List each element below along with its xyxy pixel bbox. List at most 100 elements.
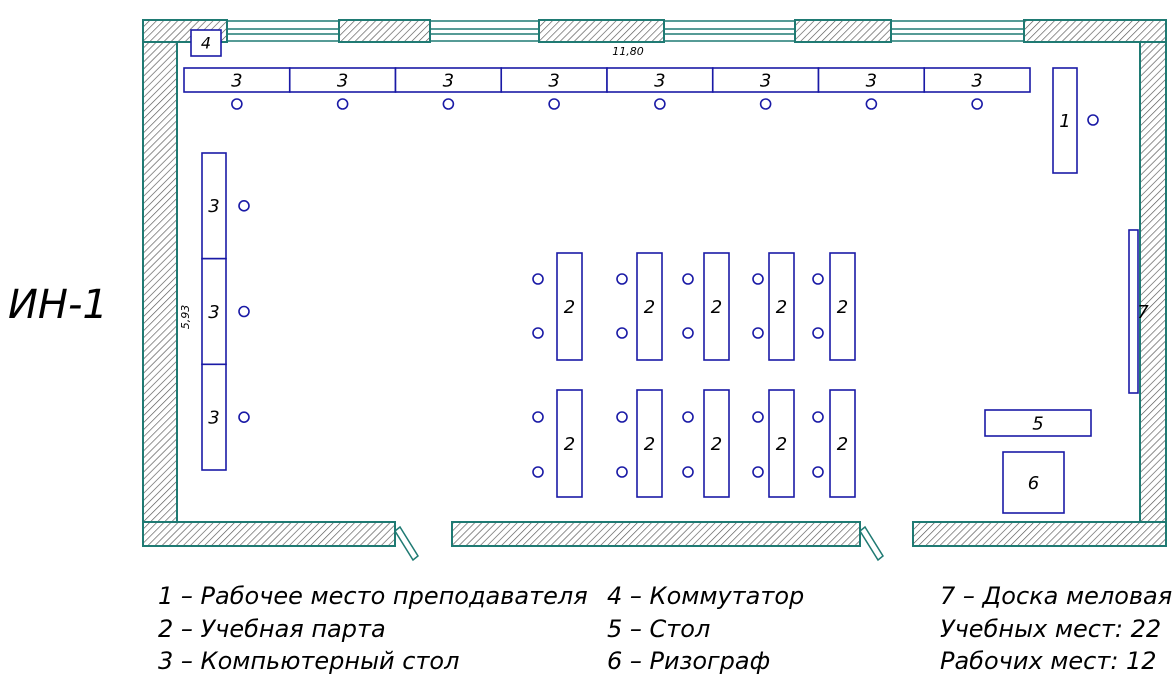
chair bbox=[682, 411, 694, 423]
teacher-desk-number: 1 bbox=[1059, 111, 1070, 132]
risograph-outline bbox=[1002, 451, 1065, 514]
wall-bottom-segment bbox=[142, 521, 396, 547]
chair bbox=[812, 466, 824, 478]
computer-desk-outline bbox=[201, 152, 227, 260]
chair bbox=[238, 411, 250, 423]
chair bbox=[231, 98, 243, 110]
computer-desk-number: 3 bbox=[866, 70, 877, 91]
student-desk-number: 2 bbox=[564, 434, 575, 455]
door-leaf bbox=[859, 525, 884, 562]
windows bbox=[227, 20, 1024, 42]
student-desk-number: 2 bbox=[644, 297, 655, 318]
chalkboard-outline bbox=[1128, 229, 1139, 394]
chair bbox=[812, 411, 824, 423]
student-desk-number: 2 bbox=[837, 297, 848, 318]
computer-desk-number: 3 bbox=[760, 70, 771, 91]
student-desk-outline bbox=[829, 389, 856, 498]
chair bbox=[532, 327, 544, 339]
student-desk-number: 2 bbox=[644, 434, 655, 455]
window bbox=[891, 20, 1024, 42]
computer-desk-number: 3 bbox=[208, 302, 219, 323]
student-desk-outline bbox=[556, 252, 583, 361]
chair bbox=[971, 98, 983, 110]
wall-left bbox=[142, 19, 178, 547]
student-desk: 2 bbox=[636, 389, 663, 498]
chair bbox=[616, 273, 628, 285]
legend-item: 5 – Стол bbox=[607, 615, 710, 643]
student-desk-outline bbox=[636, 252, 663, 361]
computer-desk-number: 3 bbox=[337, 70, 348, 91]
chair bbox=[752, 411, 764, 423]
student-desk: 2 bbox=[768, 252, 795, 361]
chair bbox=[812, 273, 824, 285]
chair bbox=[532, 411, 544, 423]
computer-desk: 3 bbox=[201, 257, 227, 366]
chalkboard-number: 7 bbox=[1137, 302, 1149, 323]
student-desk-outline bbox=[703, 252, 730, 361]
computer-desk: 3 bbox=[711, 67, 820, 93]
switch-number: 4 bbox=[201, 34, 211, 53]
computer-desk-number: 3 bbox=[443, 70, 454, 91]
legend-item: 6 – Ризограф bbox=[607, 647, 770, 675]
computer-desk-outline bbox=[711, 67, 820, 93]
walls bbox=[142, 19, 1167, 547]
chair bbox=[238, 200, 250, 212]
doors bbox=[394, 525, 884, 562]
dimension-width: 5,93 bbox=[179, 305, 192, 330]
computer-desk: 3 bbox=[288, 67, 397, 93]
computer-desk: 3 bbox=[923, 67, 1031, 93]
student-desk-number: 2 bbox=[776, 297, 787, 318]
switch-outline bbox=[190, 29, 222, 57]
computer-desk: 3 bbox=[817, 67, 926, 93]
chair bbox=[682, 273, 694, 285]
student-desk-number: 2 bbox=[837, 434, 848, 455]
computer-desk: 3 bbox=[201, 152, 227, 260]
chair bbox=[1087, 114, 1099, 126]
dimension-length: 11,80 bbox=[612, 45, 644, 58]
legend-item: 2 – Учебная парта bbox=[158, 615, 386, 643]
computer-desk: 3 bbox=[500, 67, 608, 93]
risograph: 6 bbox=[1002, 451, 1065, 514]
teacher-desk-outline bbox=[1052, 67, 1078, 174]
student-desk: 2 bbox=[829, 252, 856, 361]
window bbox=[430, 20, 539, 42]
chair bbox=[532, 466, 544, 478]
computer-desk-outline bbox=[500, 67, 608, 93]
computer-desk: 3 bbox=[606, 67, 714, 93]
student-desk: 2 bbox=[703, 389, 730, 498]
risograph-number: 6 bbox=[1028, 473, 1039, 494]
chalkboard bbox=[1128, 229, 1139, 394]
student-desk: 2 bbox=[636, 252, 663, 361]
student-desk-outline bbox=[768, 252, 795, 361]
student-desk: 2 bbox=[556, 389, 583, 498]
wall-bottom-segment bbox=[912, 521, 1167, 547]
chair bbox=[654, 98, 666, 110]
wall-top-segment bbox=[794, 19, 892, 43]
student-desk-outline bbox=[768, 389, 795, 498]
student-desk-outline bbox=[556, 389, 583, 498]
table-outline bbox=[984, 409, 1092, 437]
wall-bottom-segment bbox=[451, 521, 861, 547]
table: 5 bbox=[984, 409, 1092, 437]
student-desk: 2 bbox=[703, 252, 730, 361]
legend-item: Рабочих мест: 12 bbox=[940, 647, 1157, 675]
student-desk-number: 2 bbox=[776, 434, 787, 455]
chair bbox=[752, 466, 764, 478]
computer-desk-number: 3 bbox=[208, 407, 219, 428]
legend-item: 4 – Коммутатор bbox=[607, 582, 804, 610]
chair bbox=[682, 466, 694, 478]
chair bbox=[532, 273, 544, 285]
window bbox=[664, 20, 795, 42]
wall-top-segment bbox=[538, 19, 665, 43]
wall-right bbox=[1139, 19, 1167, 547]
computer-desk-outline bbox=[201, 363, 227, 471]
window bbox=[227, 20, 339, 42]
chair bbox=[752, 273, 764, 285]
legend: 1 – Рабочее место преподавателя 2 – Учеб… bbox=[158, 582, 1172, 675]
computer-desk-number: 3 bbox=[548, 70, 559, 91]
computer-desk-number: 3 bbox=[971, 70, 982, 91]
computer-desk: 3 bbox=[201, 363, 227, 471]
room-code: ИН-1 bbox=[8, 282, 108, 328]
chair bbox=[442, 98, 455, 110]
